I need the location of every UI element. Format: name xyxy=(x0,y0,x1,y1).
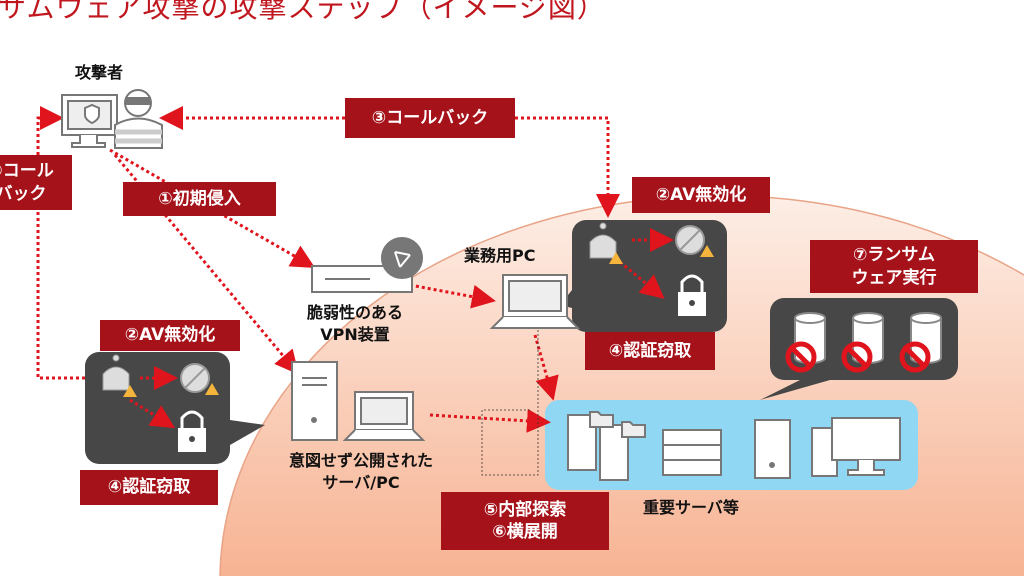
vpn-device-icon xyxy=(311,237,423,293)
step-av-disable-left: ②AV無効化 xyxy=(100,320,240,351)
exposed-label-line1: 意図せず公開された xyxy=(288,451,433,470)
step-credential-theft-left: ④認証窃取 xyxy=(80,470,218,505)
lock-icon xyxy=(178,410,206,452)
intrusion-exposed-arrow xyxy=(113,154,299,375)
step-ransomware-line2: ウェア実行 xyxy=(851,267,937,288)
exposed-label: 意図せず公開された サーバ/PC xyxy=(268,450,454,493)
critical-servers-label: 重要サーバ等 xyxy=(643,498,739,517)
step-recon-line1: ⑤内部探索 xyxy=(483,499,567,520)
server-tower-icon xyxy=(754,419,791,479)
laptop-icon xyxy=(489,274,581,329)
page-title: サムウェア攻撃の攻撃ステップ（イメージ図） xyxy=(0,0,606,24)
attacker-label: 攻撃者 xyxy=(75,63,124,82)
malware-bot-icon xyxy=(102,354,130,391)
disabled-av-icon xyxy=(675,225,705,255)
step-callback-left-line1: ③コール xyxy=(0,161,54,182)
step-ransomware-line1: ⑦ランサム xyxy=(852,245,936,266)
exposed-label-line2: サーバ/PC xyxy=(322,472,400,492)
step-recon-line2: ⑥横展開 xyxy=(492,522,558,542)
rack-server-icon xyxy=(662,429,722,476)
warning-icon xyxy=(609,245,714,264)
step-credential-theft-right: ④認証窃取 xyxy=(585,332,715,370)
prohibited-icons xyxy=(785,341,931,373)
laptop-icon xyxy=(342,391,426,441)
attacker-icon xyxy=(61,89,163,149)
exposed-to-servers-arrow xyxy=(429,408,551,433)
desktop-pc-icon xyxy=(811,417,901,477)
vpn-label: 脆弱性のある VPN装置 xyxy=(300,302,410,345)
file-server-icon xyxy=(567,411,646,481)
callback-to-pc-arrow xyxy=(515,116,620,218)
lock-icon xyxy=(678,274,706,316)
step-ransomware: ⑦ランサム ウェア実行 xyxy=(810,240,978,293)
database-icons xyxy=(794,312,942,364)
callback-left-arrow xyxy=(36,106,85,380)
step-callback-left-line2: バック xyxy=(0,183,47,204)
step-callback-left: ③コール バック xyxy=(0,155,72,210)
vpn-label-line1: 脆弱性のある xyxy=(306,303,403,322)
step-initial-intrusion: ①初期侵入 xyxy=(123,182,276,216)
warning-icon xyxy=(123,383,219,397)
malware-bot-icon xyxy=(589,222,617,259)
pc-to-servers-arrow xyxy=(533,334,559,401)
step-callback: ③コールバック xyxy=(345,98,515,138)
server-tower-icon xyxy=(291,361,338,441)
vpn-label-line2: VPN装置 xyxy=(320,324,390,344)
step-av-disable-right: ②AV無効化 xyxy=(632,177,770,213)
vpn-to-pc-arrow xyxy=(409,283,496,309)
disabled-av-icon xyxy=(180,363,210,393)
business-pc-label: 業務用PC xyxy=(464,246,536,265)
step-recon-lateral: ⑤内部探索 ⑥横展開 xyxy=(441,492,609,550)
